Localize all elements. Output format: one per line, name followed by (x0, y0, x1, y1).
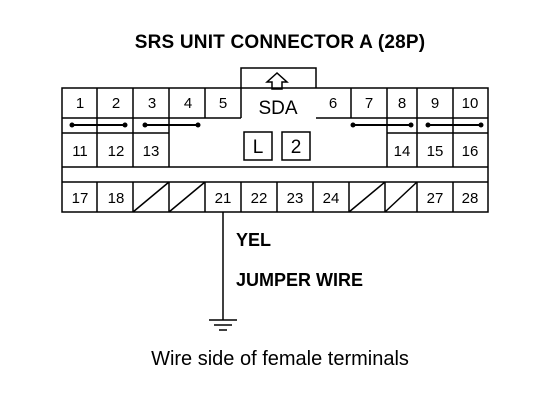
terminal-3: 3 (148, 95, 156, 112)
terminal-18: 18 (108, 190, 125, 207)
up-arrow-icon (265, 71, 289, 90)
blank-cavity (132, 181, 170, 213)
terminal-4: 4 (184, 95, 192, 112)
connector-title: SRS UNIT CONNECTOR A (28P) (134, 32, 426, 53)
diagram-caption: Wire side of female terminals (151, 348, 409, 370)
terminal-1: 1 (76, 95, 84, 112)
terminal-10: 10 (462, 95, 479, 112)
ground-icon (209, 319, 237, 331)
terminal-9: 9 (431, 95, 439, 112)
terminal-23: 23 (287, 190, 304, 207)
terminal-22: 22 (251, 190, 268, 207)
terminal-15: 15 (427, 143, 444, 160)
blank-cavity (348, 181, 386, 213)
terminal-7: 7 (365, 95, 373, 112)
terminal-14: 14 (394, 143, 411, 160)
shorting-bar-dots (69, 122, 484, 128)
terminal-5: 5 (219, 95, 227, 112)
center-box-left-label: L (253, 137, 264, 158)
jumper-wire-label: JUMPER WIRE (236, 270, 364, 290)
connector-key-tab (240, 67, 317, 88)
terminal-13: 13 (143, 143, 160, 160)
terminal-8: 8 (398, 95, 406, 112)
terminal-24: 24 (323, 190, 340, 207)
blank-cavity (168, 181, 206, 213)
sda-marker: SDA (258, 98, 297, 119)
center-box-right (281, 131, 311, 161)
terminal-28: 28 (462, 190, 479, 207)
terminal-12: 12 (108, 143, 125, 160)
terminal-27: 27 (427, 190, 444, 207)
center-box-right-label: 2 (291, 137, 302, 158)
blank-cavity (384, 181, 418, 213)
connector-body (61, 87, 489, 213)
terminal-16: 16 (462, 143, 479, 160)
wire-color-label: YEL (236, 230, 272, 250)
terminal-21: 21 (215, 190, 232, 207)
center-box-left (243, 131, 273, 161)
terminal-6: 6 (329, 95, 337, 112)
terminal-2: 2 (112, 95, 120, 112)
terminal-11: 11 (72, 143, 88, 160)
terminal-17: 17 (72, 190, 89, 207)
